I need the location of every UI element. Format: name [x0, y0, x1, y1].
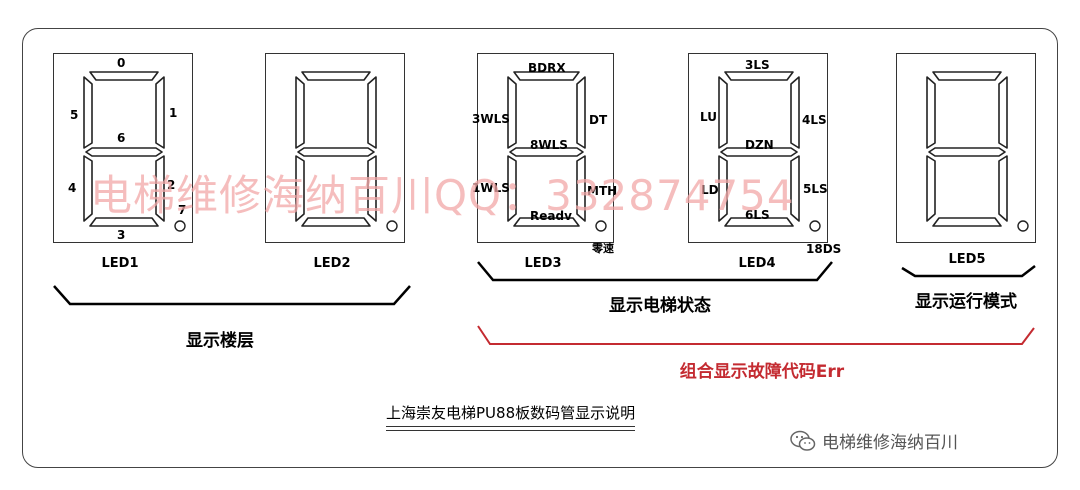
- outer-frame: [22, 28, 1058, 468]
- seg-top: [932, 71, 1002, 81]
- seg-dot: [1017, 220, 1029, 232]
- seg-lower-right: [790, 155, 800, 222]
- mode-group-label: 显示运行模式: [915, 292, 1017, 312]
- seg-dot: [174, 220, 186, 232]
- led3-label-upper-left: 3WLS: [472, 112, 510, 126]
- seg-lower-left: [718, 155, 728, 222]
- seg-lower-left: [83, 155, 93, 222]
- seg-middle: [720, 147, 798, 157]
- error-bracket: [477, 325, 1035, 345]
- led1-label-middle: 6: [117, 131, 126, 145]
- led3-label-middle: 8WLS: [530, 138, 568, 152]
- watermark-text: 电梯维修海纳百川QQ：332874754: [90, 171, 795, 220]
- seg-lower-right: [367, 155, 377, 222]
- led3-name: LED3: [524, 256, 562, 271]
- seg-upper-right: [576, 76, 586, 149]
- led4-label-dot: 18DS: [806, 242, 842, 256]
- led1-label-lower-right: 2: [167, 178, 176, 192]
- seg-upper-left: [83, 76, 93, 149]
- led1-name: LED1: [101, 256, 139, 271]
- led4-panel: [688, 53, 828, 243]
- seg-bottom: [301, 217, 371, 227]
- seg-middle: [297, 147, 375, 157]
- status-group-label: 显示电梯状态: [609, 296, 711, 316]
- seg-bottom: [89, 217, 159, 227]
- led3-label-upper-right: DT: [589, 113, 608, 127]
- led4-label-upper-right: 4LS: [802, 113, 827, 127]
- seg-top: [89, 71, 159, 81]
- seg-lower-right: [155, 155, 165, 222]
- seg-upper-right: [155, 76, 165, 149]
- seg-upper-left: [926, 76, 936, 149]
- led3-label-bottom: Readv: [530, 209, 572, 223]
- seg-top: [724, 71, 794, 81]
- seg-bottom: [513, 217, 580, 227]
- seg-lower-right: [576, 155, 586, 222]
- led4-label-bottom: 6LS: [745, 208, 770, 222]
- seg-lower-left: [295, 155, 305, 222]
- wechat-logo: 电梯维修海纳百川: [790, 428, 958, 453]
- led1-label-dot: 7: [178, 203, 187, 217]
- led4-label-upper-left: LU: [700, 110, 717, 124]
- seg-upper-left: [718, 76, 728, 149]
- led5-name: LED5: [948, 252, 986, 267]
- seg-dot: [809, 220, 821, 232]
- seg-upper-left: [295, 76, 305, 149]
- led2-panel: [265, 53, 405, 243]
- seg-middle: [85, 147, 163, 157]
- led1-label-lower-left: 4: [68, 181, 77, 195]
- caption: 上海崇友电梯PU88板数码管显示说明: [386, 402, 636, 431]
- seg-lower-left: [926, 155, 936, 222]
- led4-name: LED4: [738, 256, 776, 271]
- logo-text: 电梯维修海纳百川: [822, 433, 958, 453]
- led3-label-lower-left: 1WLS: [472, 181, 510, 195]
- seg-lower-left: [507, 155, 517, 222]
- mode-bracket: [901, 265, 1036, 278]
- seg-dot: [595, 220, 607, 232]
- led3-panel: [477, 53, 614, 243]
- led1-label-upper-right: 1: [169, 106, 178, 120]
- seg-top: [301, 71, 371, 81]
- seg-lower-right: [998, 155, 1008, 222]
- led3-label-dot: 零速: [592, 242, 614, 255]
- seg-middle: [509, 147, 584, 157]
- led1-label-upper-left: 5: [70, 108, 79, 122]
- led1-label-top: 0: [117, 56, 126, 70]
- led1-label-bottom: 3: [117, 228, 126, 242]
- status-bracket: [477, 261, 833, 282]
- seg-bottom: [724, 217, 794, 227]
- led4-label-middle: DZN: [745, 138, 774, 152]
- led3-label-top: BDRX: [528, 61, 566, 75]
- seg-upper-right: [367, 76, 377, 149]
- wechat-icon: [790, 430, 816, 451]
- seg-middle: [928, 147, 1006, 157]
- led4-label-lower-left: LD: [701, 183, 719, 197]
- seg-top: [513, 71, 580, 81]
- led2-name: LED2: [313, 256, 351, 271]
- led4-label-top: 3LS: [745, 58, 770, 72]
- seg-bottom: [932, 217, 1002, 227]
- led5-panel: [896, 53, 1036, 243]
- seg-upper-left: [507, 76, 517, 149]
- led4-label-lower-right: 5LS: [803, 182, 828, 196]
- floor-bracket: [53, 285, 411, 306]
- seg-dot: [386, 220, 398, 232]
- error-group-label: 组合显示故障代码Err: [679, 362, 845, 382]
- seg-upper-right: [998, 76, 1008, 149]
- floor-group-label: 显示楼层: [186, 331, 254, 351]
- led1-panel: [53, 53, 193, 243]
- led3-label-lower-right: MTH: [587, 184, 618, 198]
- seg-upper-right: [790, 76, 800, 149]
